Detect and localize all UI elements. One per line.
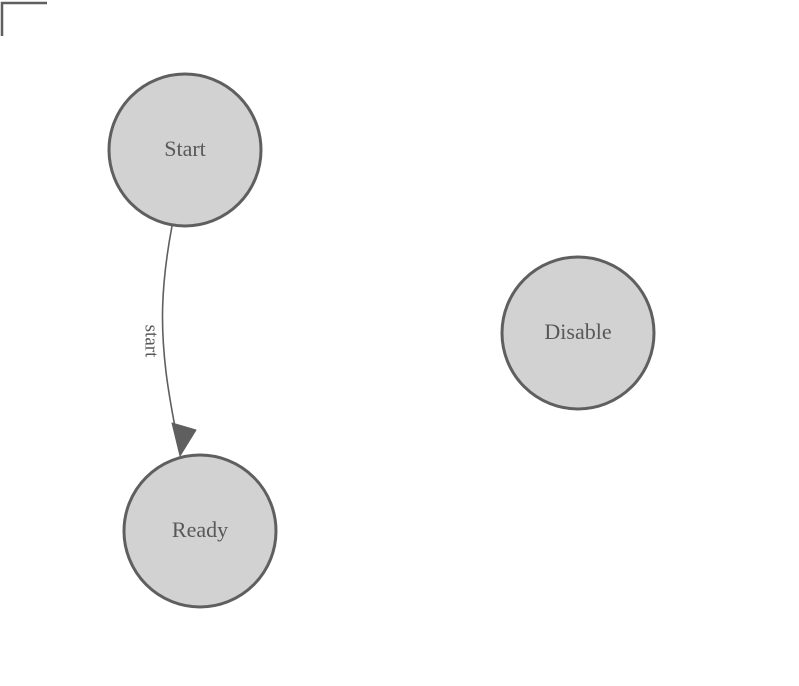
node-disable[interactable]: Disable <box>500 255 656 411</box>
node-start[interactable]: Start <box>107 72 263 228</box>
node-start-circle[interactable] <box>107 72 263 228</box>
edge-start-to-ready-path <box>161 225 180 449</box>
node-ready-circle[interactable] <box>122 453 278 609</box>
edge-label-start: start <box>141 325 162 358</box>
top-left-corner-marker <box>0 1 47 36</box>
edge-start-to-ready[interactable]: start <box>141 225 197 457</box>
node-start-label: Start <box>164 136 206 161</box>
node-ready-label: Ready <box>172 517 228 542</box>
edge-start-to-ready-arrowhead-icon <box>171 422 197 457</box>
node-disable-label: Disable <box>544 319 611 344</box>
node-ready[interactable]: Ready <box>122 453 278 609</box>
node-disable-circle[interactable] <box>500 255 656 411</box>
